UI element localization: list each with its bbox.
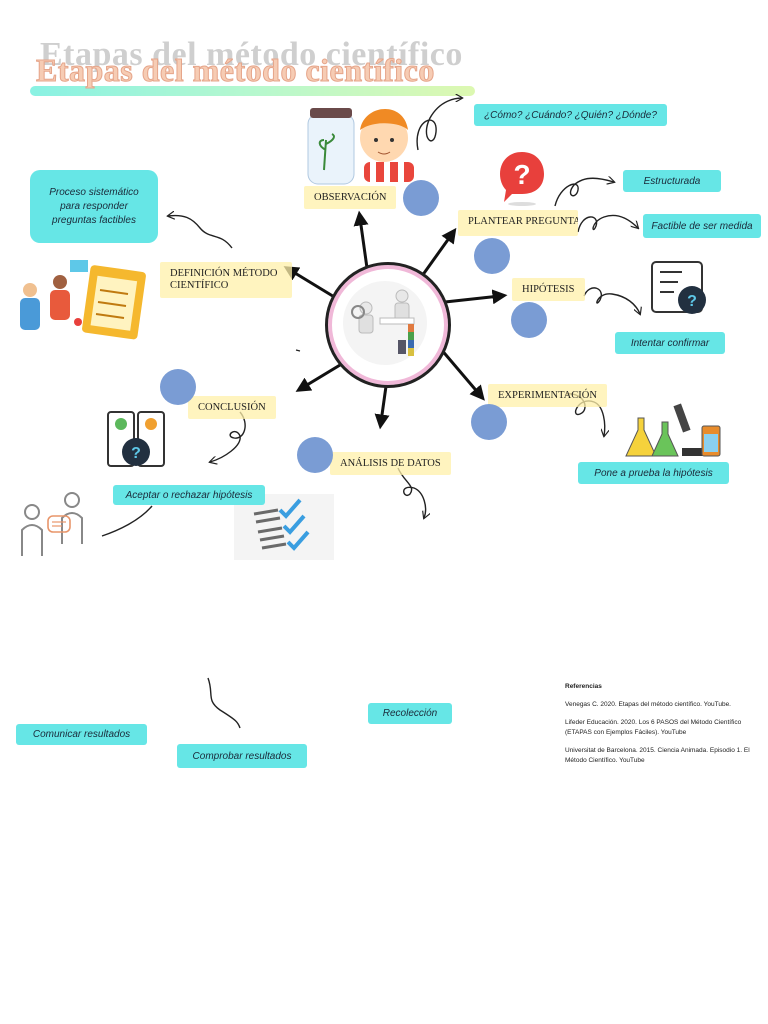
svg-text:?: ? xyxy=(687,293,697,310)
scientists-clipboard-illustration xyxy=(20,260,146,340)
page-title: Etapas del método científico xyxy=(36,52,435,89)
people-discussion-icon xyxy=(21,492,83,556)
boy-jar-illustration xyxy=(307,108,414,185)
stage-conclusion: CONCLUSIÓN xyxy=(188,396,276,419)
svg-text:?: ? xyxy=(513,159,530,190)
note-aceptar-rechazar: Aceptar o rechazar hipótesis xyxy=(113,485,265,505)
title-underline xyxy=(30,86,475,96)
note-comprobar-resultados: Comprobar resultados xyxy=(177,744,307,768)
note-recoleccion: Recolección xyxy=(368,703,452,724)
stage-definicion: DEFINICIÓN MÉTODO CIENTÍFICO xyxy=(160,262,292,298)
svg-text:?: ? xyxy=(131,445,141,462)
note-preguntas: ¿Cómo? ¿Cuándo? ¿Quién? ¿Dónde? xyxy=(474,104,667,126)
stage-dot xyxy=(511,302,547,338)
reference-item: Venegas C. 2020. Etapas del método cient… xyxy=(565,701,731,708)
note-factible: Factible de ser medida xyxy=(643,214,761,238)
note-definicion: Proceso sistemático para responder pregu… xyxy=(30,170,158,243)
checklist-icon xyxy=(234,494,334,560)
stage-dot xyxy=(160,369,196,405)
reference-item: Universitat de Barcelona. 2015. Ciencia … xyxy=(565,747,750,764)
references: Referencias Venegas C. 2020. Etapas del … xyxy=(565,682,757,774)
stage-dot xyxy=(474,238,510,274)
stage-plantear-pregunta: PLANTEAR PREGUNTA xyxy=(458,210,578,236)
hypothesis-icon: ? xyxy=(651,261,706,314)
stage-dot xyxy=(297,437,333,473)
note-pone-prueba: Pone a prueba la hipótesis xyxy=(578,462,729,484)
stage-hipotesis: HIPÓTESIS xyxy=(512,278,585,301)
stage-observacion: OBSERVACIÓN xyxy=(304,186,397,209)
references-heading: Referencias xyxy=(565,683,602,690)
note-estructurada: Estructurada xyxy=(623,170,721,192)
question-icon: ? xyxy=(500,152,544,206)
stage-experimentacion: EXPERIMENTACIÓN xyxy=(488,384,607,407)
lab-equipment-icon xyxy=(625,403,721,457)
stage-dot xyxy=(403,180,439,216)
stage-dot xyxy=(471,404,507,440)
conclusion-icon: ? xyxy=(107,411,165,467)
note-intentar-confirmar: Intentar confirmar xyxy=(615,332,725,354)
reference-item: Lifeder Educación. 2020. Los 6 PASOS del… xyxy=(565,719,742,736)
stage-analisis-datos: ANÁLISIS DE DATOS xyxy=(330,452,451,475)
researchers-icon xyxy=(343,281,427,365)
title-shadow: Etapas del método científico xyxy=(40,36,463,73)
note-comunicar-resultados: Comunicar resultados xyxy=(16,724,147,745)
